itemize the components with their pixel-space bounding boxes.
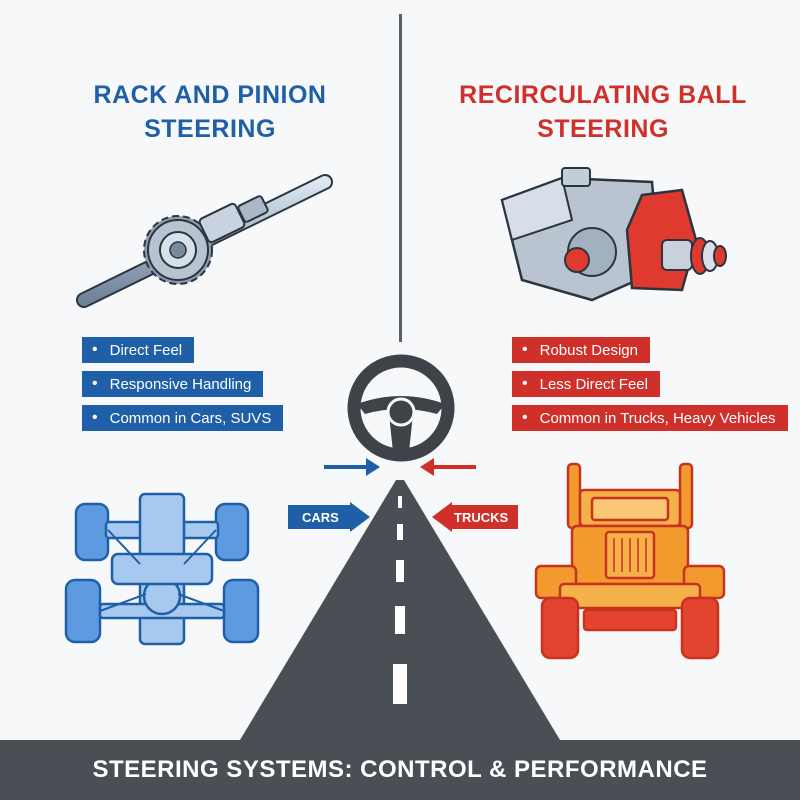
truck-arrow-small-icon xyxy=(420,458,476,476)
feature-common-in-trucks: •Common in Trucks, Heavy Vehicles xyxy=(512,405,788,431)
feature-less-direct-feel: •Less Direct Feel xyxy=(512,371,660,397)
steering-wheel-icon xyxy=(347,354,455,462)
feature-common-in-cars: •Common in Cars, SUVS xyxy=(82,405,284,431)
cars-label: CARS xyxy=(302,509,339,525)
rack-pinion-title: RACK AND PINION STEERING xyxy=(45,78,375,146)
cars-arrow: CARS xyxy=(288,502,370,532)
feature-robust-design: •Robust Design xyxy=(512,337,650,363)
rack-pinion-features: •Direct Feel •Responsive Handling •Commo… xyxy=(82,337,284,439)
car-arrow-small-icon xyxy=(324,458,380,476)
rack-pinion-title-line1: RACK AND PINION xyxy=(93,81,327,109)
footer-banner: STEERING SYSTEMS: CONTROL & PERFORMANCE xyxy=(0,740,800,800)
recirculating-ball-title-line2: STEERING xyxy=(537,115,669,143)
rack-pinion-title-line2: STEERING xyxy=(144,115,276,143)
car-chassis-icon xyxy=(64,492,260,646)
trucks-label: TRUCKS xyxy=(454,509,509,525)
recirculating-ball-features: •Robust Design •Less Direct Feel •Common… xyxy=(512,337,788,439)
center-divider xyxy=(399,14,402,342)
rack-and-pinion-icon xyxy=(76,174,333,308)
feature-responsive-handling: •Responsive Handling xyxy=(82,371,264,397)
recirculating-ball-title-line1: RECIRCULATING BALL xyxy=(459,81,747,109)
feature-direct-feel: •Direct Feel xyxy=(82,337,195,363)
road-icon xyxy=(240,480,560,740)
recirculating-ball-title: RECIRCULATING BALL STEERING xyxy=(438,78,768,146)
trucks-arrow: TRUCKS xyxy=(432,502,518,532)
steering-gearbox-icon xyxy=(500,167,727,302)
truck-icon xyxy=(534,462,726,660)
footer-title: STEERING SYSTEMS: CONTROL & PERFORMANCE xyxy=(92,756,708,783)
